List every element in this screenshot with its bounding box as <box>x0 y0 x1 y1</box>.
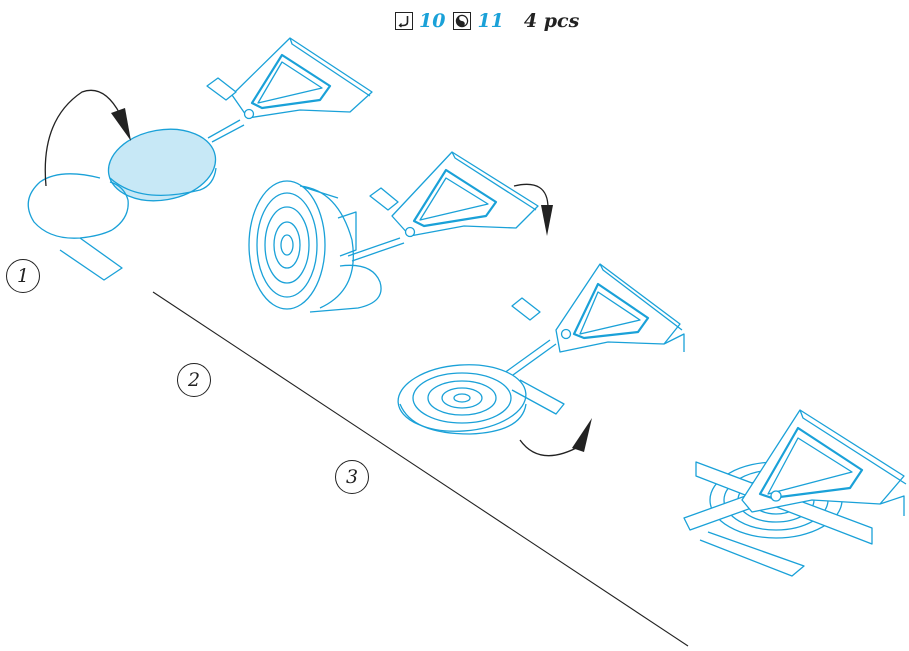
stage-2-part <box>248 151 539 313</box>
yin-yang-icon <box>453 12 472 30</box>
yin-yang-count: 11 <box>477 10 504 32</box>
step-3-badge: 3 <box>335 460 369 494</box>
divider-line <box>152 291 689 647</box>
stage-2-fold-arrow <box>513 183 553 236</box>
fold-mountain-icon <box>395 12 413 30</box>
stage-1-fold-arrow <box>44 89 131 187</box>
stage-1-part <box>27 37 373 281</box>
step-1-badge: 1 <box>6 259 40 293</box>
stage-3-fold-arrow <box>519 418 592 457</box>
step-2-badge: 2 <box>177 363 211 397</box>
instruction-header: 10 11 4 pcs <box>395 9 579 33</box>
stage-3-part <box>397 263 685 435</box>
pieces-count: 4 pcs <box>523 10 580 32</box>
final-assembly <box>683 409 907 577</box>
fold-count: 10 <box>419 10 446 32</box>
